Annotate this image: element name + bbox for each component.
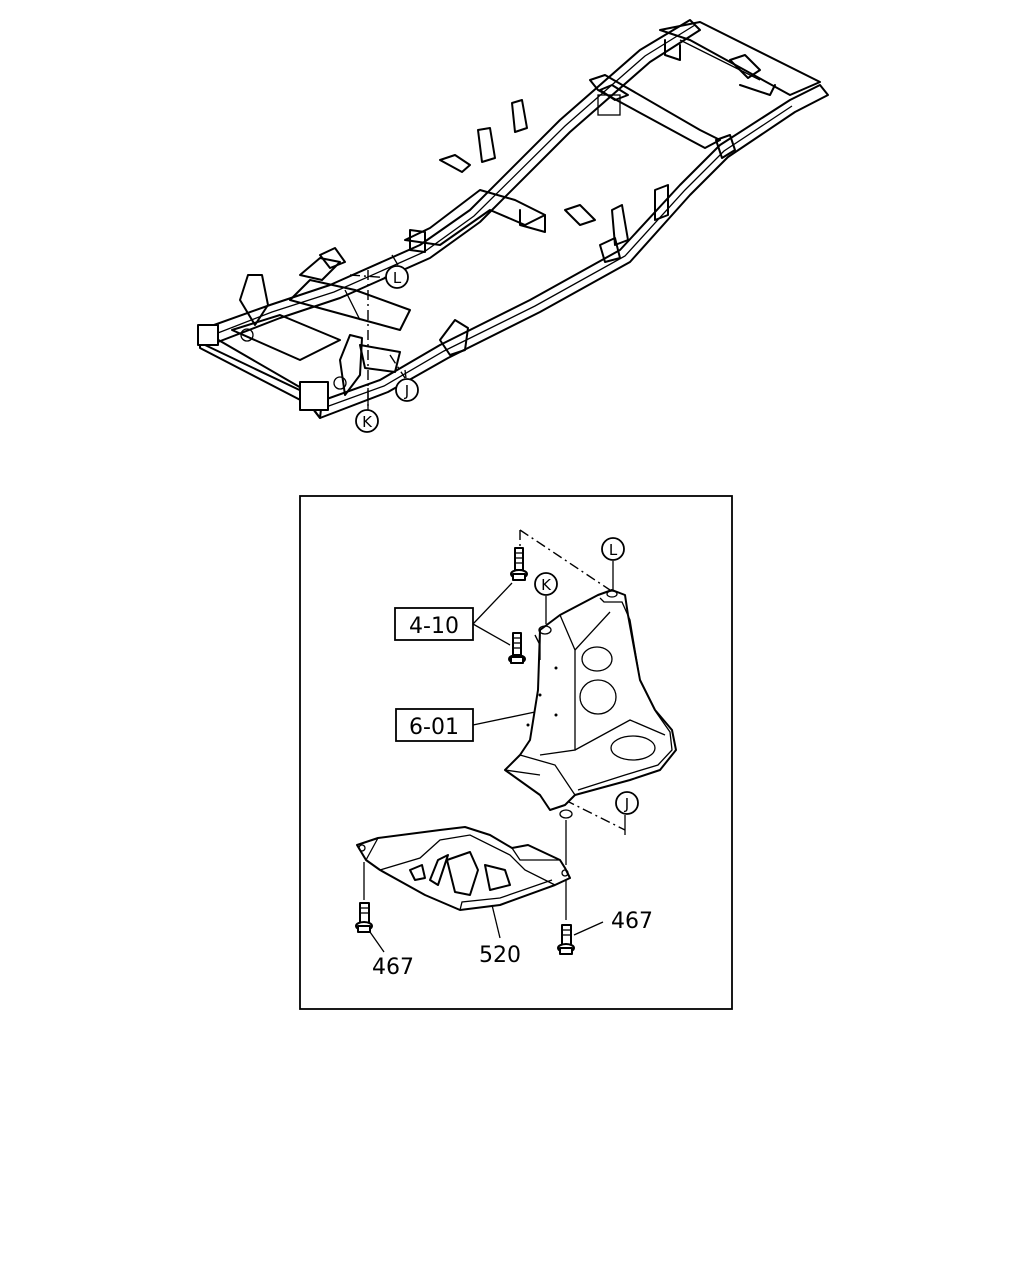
detail-callout-l-letter: L — [609, 541, 618, 559]
detail-callout-j-letter: J — [624, 795, 629, 813]
label-467-right: 467 — [573, 909, 653, 936]
overview-callout-j-letter: J — [404, 382, 409, 400]
bracket-6-01 — [504, 589, 677, 819]
label-4-10-text: 4-10 — [409, 614, 459, 639]
bolt-4-10-upper — [510, 547, 528, 581]
overview-callout-k: K — [355, 388, 379, 433]
chassis-frame-overview — [197, 19, 829, 419]
overview-callout-l-letter: L — [393, 269, 402, 287]
overview-callout-k-letter: K — [362, 413, 373, 431]
label-4-10: 4-10 — [394, 582, 513, 646]
label-6-01-text: 6-01 — [409, 715, 459, 740]
label-467-right-text: 467 — [611, 909, 653, 934]
detail-callout-j: J — [615, 791, 639, 815]
label-520-text: 520 — [479, 943, 521, 968]
detail-frame — [299, 495, 733, 1010]
detail-callout-k: K — [534, 572, 558, 624]
bolt-467-right — [557, 820, 575, 955]
label-467-left: 467 — [369, 931, 414, 980]
plate-520 — [356, 826, 571, 911]
label-6-01: 6-01 — [395, 708, 536, 742]
label-467-left-text: 467 — [372, 955, 414, 980]
detail-callout-k-letter: K — [541, 576, 552, 594]
bolt-467-left — [355, 862, 373, 933]
detail-callout-l: L — [601, 537, 625, 590]
bolt-4-10-lower — [508, 632, 526, 664]
overview-callout-j: J — [395, 369, 419, 402]
overview-callout-l: L — [385, 254, 409, 289]
label-520: 520 — [479, 904, 521, 968]
